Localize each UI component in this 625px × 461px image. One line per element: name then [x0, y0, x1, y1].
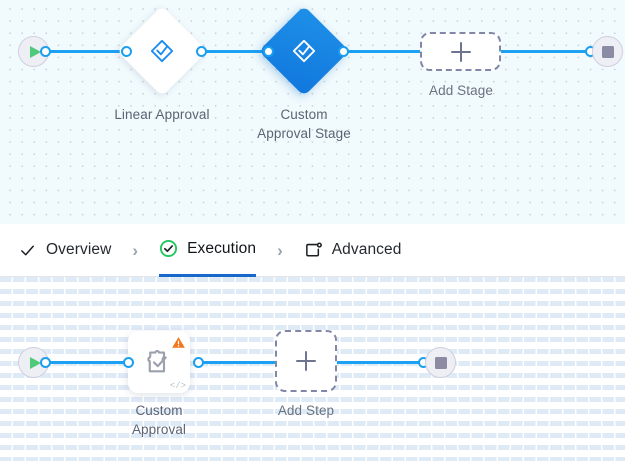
step-node-custom-label: Custom Approval [131, 403, 187, 437]
stage-node-linear-approval[interactable] [116, 5, 208, 97]
window-gear-icon [304, 241, 323, 260]
stage-node-linear-input-port[interactable] [121, 46, 132, 57]
add-step-label: Add Step [277, 403, 335, 418]
tab-advanced-label: Advanced [331, 241, 402, 258]
edge-add-stage-to-end [500, 50, 592, 53]
step-node-custom-input-port[interactable] [123, 357, 134, 368]
edge-add-step-to-end [332, 361, 425, 364]
tab-execution-label: Execution [187, 239, 257, 257]
step-end-node[interactable] [425, 347, 456, 378]
add-stage-label: Add Stage [429, 83, 493, 98]
add-stage-button[interactable] [420, 32, 501, 71]
stage-node-custom-input-port[interactable] [263, 46, 274, 57]
check-icon [18, 241, 37, 260]
plus-icon [296, 351, 316, 371]
stage-start-output-port[interactable] [40, 46, 51, 57]
stage-node-custom-output-port[interactable] [338, 46, 349, 57]
play-icon [29, 45, 41, 58]
play-icon [29, 356, 41, 369]
tab-separator-1: › [132, 240, 139, 260]
stage-node-linear-output-port[interactable] [196, 46, 207, 57]
stop-icon [601, 45, 614, 58]
step-node-custom-approval[interactable]: </> [128, 331, 190, 393]
step-node-custom-output-port[interactable] [193, 357, 204, 368]
stage-end-node[interactable] [592, 36, 623, 67]
warning-triangle-icon [170, 334, 186, 350]
tab-execution[interactable]: Execution [159, 224, 257, 277]
stage-node-linear-label: Linear Approval [114, 107, 210, 122]
plus-icon [450, 41, 471, 62]
add-step-button[interactable] [275, 330, 337, 392]
tab-advanced[interactable]: Advanced [304, 224, 402, 277]
edge-linear-to-custom-approval [196, 50, 280, 53]
stop-icon [434, 356, 447, 369]
step-start-output-port[interactable] [40, 357, 51, 368]
stage-node-custom-label: Custom Approval Stage [257, 107, 351, 141]
stage-node-custom-approval[interactable] [258, 5, 350, 97]
tab-separator-2: › [277, 240, 283, 260]
check-circle-icon [159, 239, 178, 258]
puzzle-check-icon [128, 331, 190, 393]
code-badge: </> [169, 381, 186, 391]
approval-stage-icon [291, 38, 317, 64]
edge-start-to-linear-approval [40, 50, 126, 53]
stage-canvas[interactable]: Linear Approval Custom Approval Stage Ad… [0, 0, 625, 224]
edge-start-to-custom-approval-step [40, 361, 153, 364]
step-canvas[interactable]: </> Custom Approval Add Step [0, 277, 625, 461]
tabbar: Overview › Execution › Advanced [0, 224, 625, 277]
edge-custom-to-add-stage [337, 50, 421, 53]
tab-overview-label: Overview [46, 241, 112, 258]
stage-start-node[interactable] [18, 36, 49, 67]
edge-custom-approval-step-to-add-step [199, 361, 279, 364]
approval-stage-icon [149, 38, 175, 64]
tab-overview[interactable]: Overview [18, 224, 111, 277]
